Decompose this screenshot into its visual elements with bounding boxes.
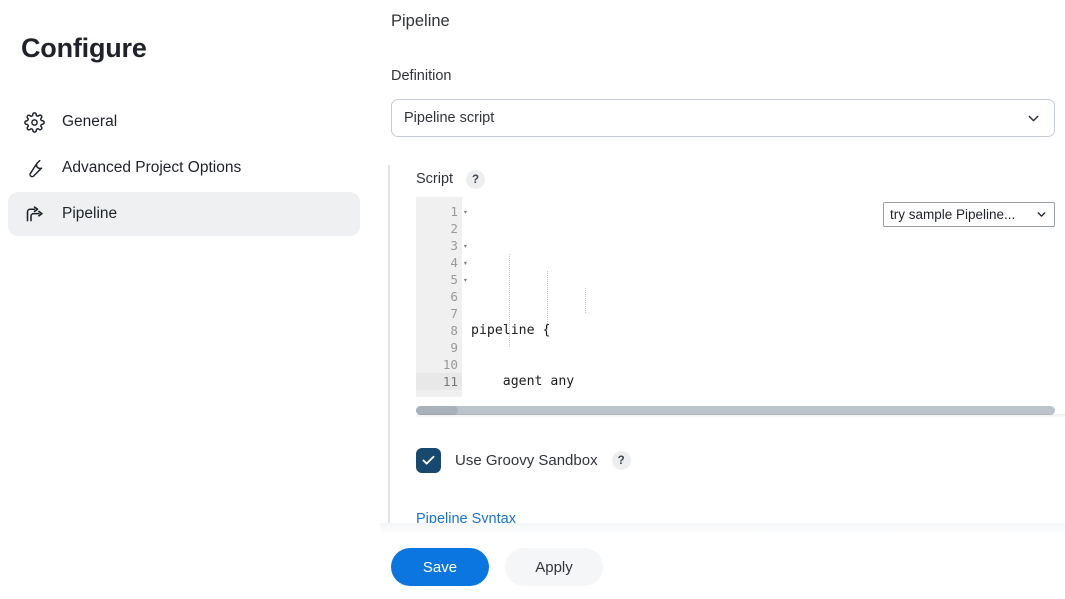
definition-select[interactable]: Pipeline script: [391, 99, 1055, 137]
gutter-line: 6: [416, 288, 462, 305]
footer-separator: [380, 523, 1065, 535]
gear-icon: [22, 110, 46, 134]
chevron-down-icon: [1025, 110, 1042, 127]
indent-guide: [585, 288, 586, 313]
pipeline-icon: [22, 202, 46, 226]
gutter-line: 5 ▾: [416, 271, 467, 288]
code-editor-surface[interactable]: 1 ▾ 2 3 ▾ 4 ▾: [416, 197, 1065, 397]
gutter-line: 4 ▾: [416, 254, 467, 271]
chevron-down-icon: [1035, 208, 1048, 221]
code-text: agent any: [471, 374, 575, 389]
script-editor[interactable]: 1 ▾ 2 3 ▾ 4 ▾: [416, 196, 1065, 414]
definition-select-value: Pipeline script: [404, 110, 495, 126]
indent-guide: [547, 271, 548, 330]
use-groovy-sandbox-checkbox[interactable]: [416, 448, 441, 473]
line-number: 11: [442, 374, 458, 389]
sidebar-item-label: Pipeline: [62, 205, 118, 222]
gutter-line: 8: [416, 322, 462, 339]
gutter-line: 1 ▾: [416, 203, 467, 220]
fold-arrow-icon[interactable]: ▾: [463, 241, 468, 250]
groovy-sandbox-row: Use Groovy Sandbox ?: [416, 448, 631, 473]
sidebar-item-advanced-project-options[interactable]: Advanced Project Options: [8, 146, 360, 190]
editor-horizontal-scrollbar[interactable]: [416, 406, 1055, 415]
save-button[interactable]: Save: [391, 548, 489, 586]
sidebar-item-label: Advanced Project Options: [62, 159, 242, 176]
editor-gutter: 1 ▾ 2 3 ▾ 4 ▾: [416, 197, 468, 397]
script-help-button[interactable]: ?: [466, 170, 485, 189]
line-number: 7: [450, 306, 458, 321]
try-sample-pipeline-select[interactable]: try sample Pipeline...: [883, 202, 1055, 227]
fold-arrow-icon[interactable]: ▾: [463, 207, 468, 216]
wrench-icon: [22, 156, 46, 180]
section-left-rule: [388, 165, 390, 535]
scrollbar-thumb[interactable]: [416, 406, 458, 415]
use-groovy-sandbox-label: Use Groovy Sandbox: [455, 452, 598, 469]
script-label: Script: [416, 171, 454, 187]
section-heading: Pipeline: [391, 12, 450, 30]
gutter-line-active: 11: [416, 373, 462, 390]
main-content: Pipeline Definition Pipeline script Scri…: [380, 0, 1065, 599]
gutter-line: 9: [416, 339, 462, 356]
editor-bottom-shadow: [416, 414, 1065, 418]
gutter-line: 2: [416, 220, 462, 237]
footer-actions: Save Apply: [380, 535, 1065, 599]
line-number: 1: [450, 204, 458, 219]
gutter-line: 7: [416, 305, 462, 322]
fold-arrow-icon[interactable]: ▾: [463, 275, 468, 284]
line-number: 8: [450, 323, 458, 338]
gutter-line: 3 ▾: [416, 237, 467, 254]
scroll-content: Pipeline Definition Pipeline script Scri…: [380, 0, 1065, 535]
check-icon: [422, 455, 435, 465]
indent-guide: [509, 254, 510, 347]
sidebar-nav: General Advanced Project Options: [8, 100, 360, 236]
sidebar-item-general[interactable]: General: [8, 100, 360, 144]
sandbox-help-button[interactable]: ?: [611, 451, 631, 470]
line-number: 2: [450, 221, 458, 236]
gutter-line: 10: [416, 356, 462, 373]
definition-label: Definition: [391, 68, 452, 84]
line-number: 3: [450, 238, 458, 253]
line-number: 10: [442, 357, 458, 372]
line-number: 4: [450, 255, 458, 270]
code-text: pipeline {: [471, 323, 551, 338]
code-line: agent any: [462, 373, 1065, 390]
try-sample-pipeline-value: try sample Pipeline...: [890, 207, 1016, 222]
sidebar: Configure General: [0, 0, 380, 599]
code-line: pipeline {: [462, 322, 1065, 339]
line-number: 5: [450, 272, 458, 287]
sidebar-item-label: General: [62, 113, 118, 130]
line-number: 9: [450, 340, 458, 355]
apply-button[interactable]: Apply: [505, 548, 603, 586]
fold-arrow-icon[interactable]: ▾: [463, 258, 468, 267]
line-number: 6: [450, 289, 458, 304]
sidebar-item-pipeline[interactable]: Pipeline: [8, 192, 360, 236]
page-title: Configure: [21, 33, 147, 63]
code-area[interactable]: pipeline { agent any stages { stage('Sta…: [462, 197, 1065, 397]
